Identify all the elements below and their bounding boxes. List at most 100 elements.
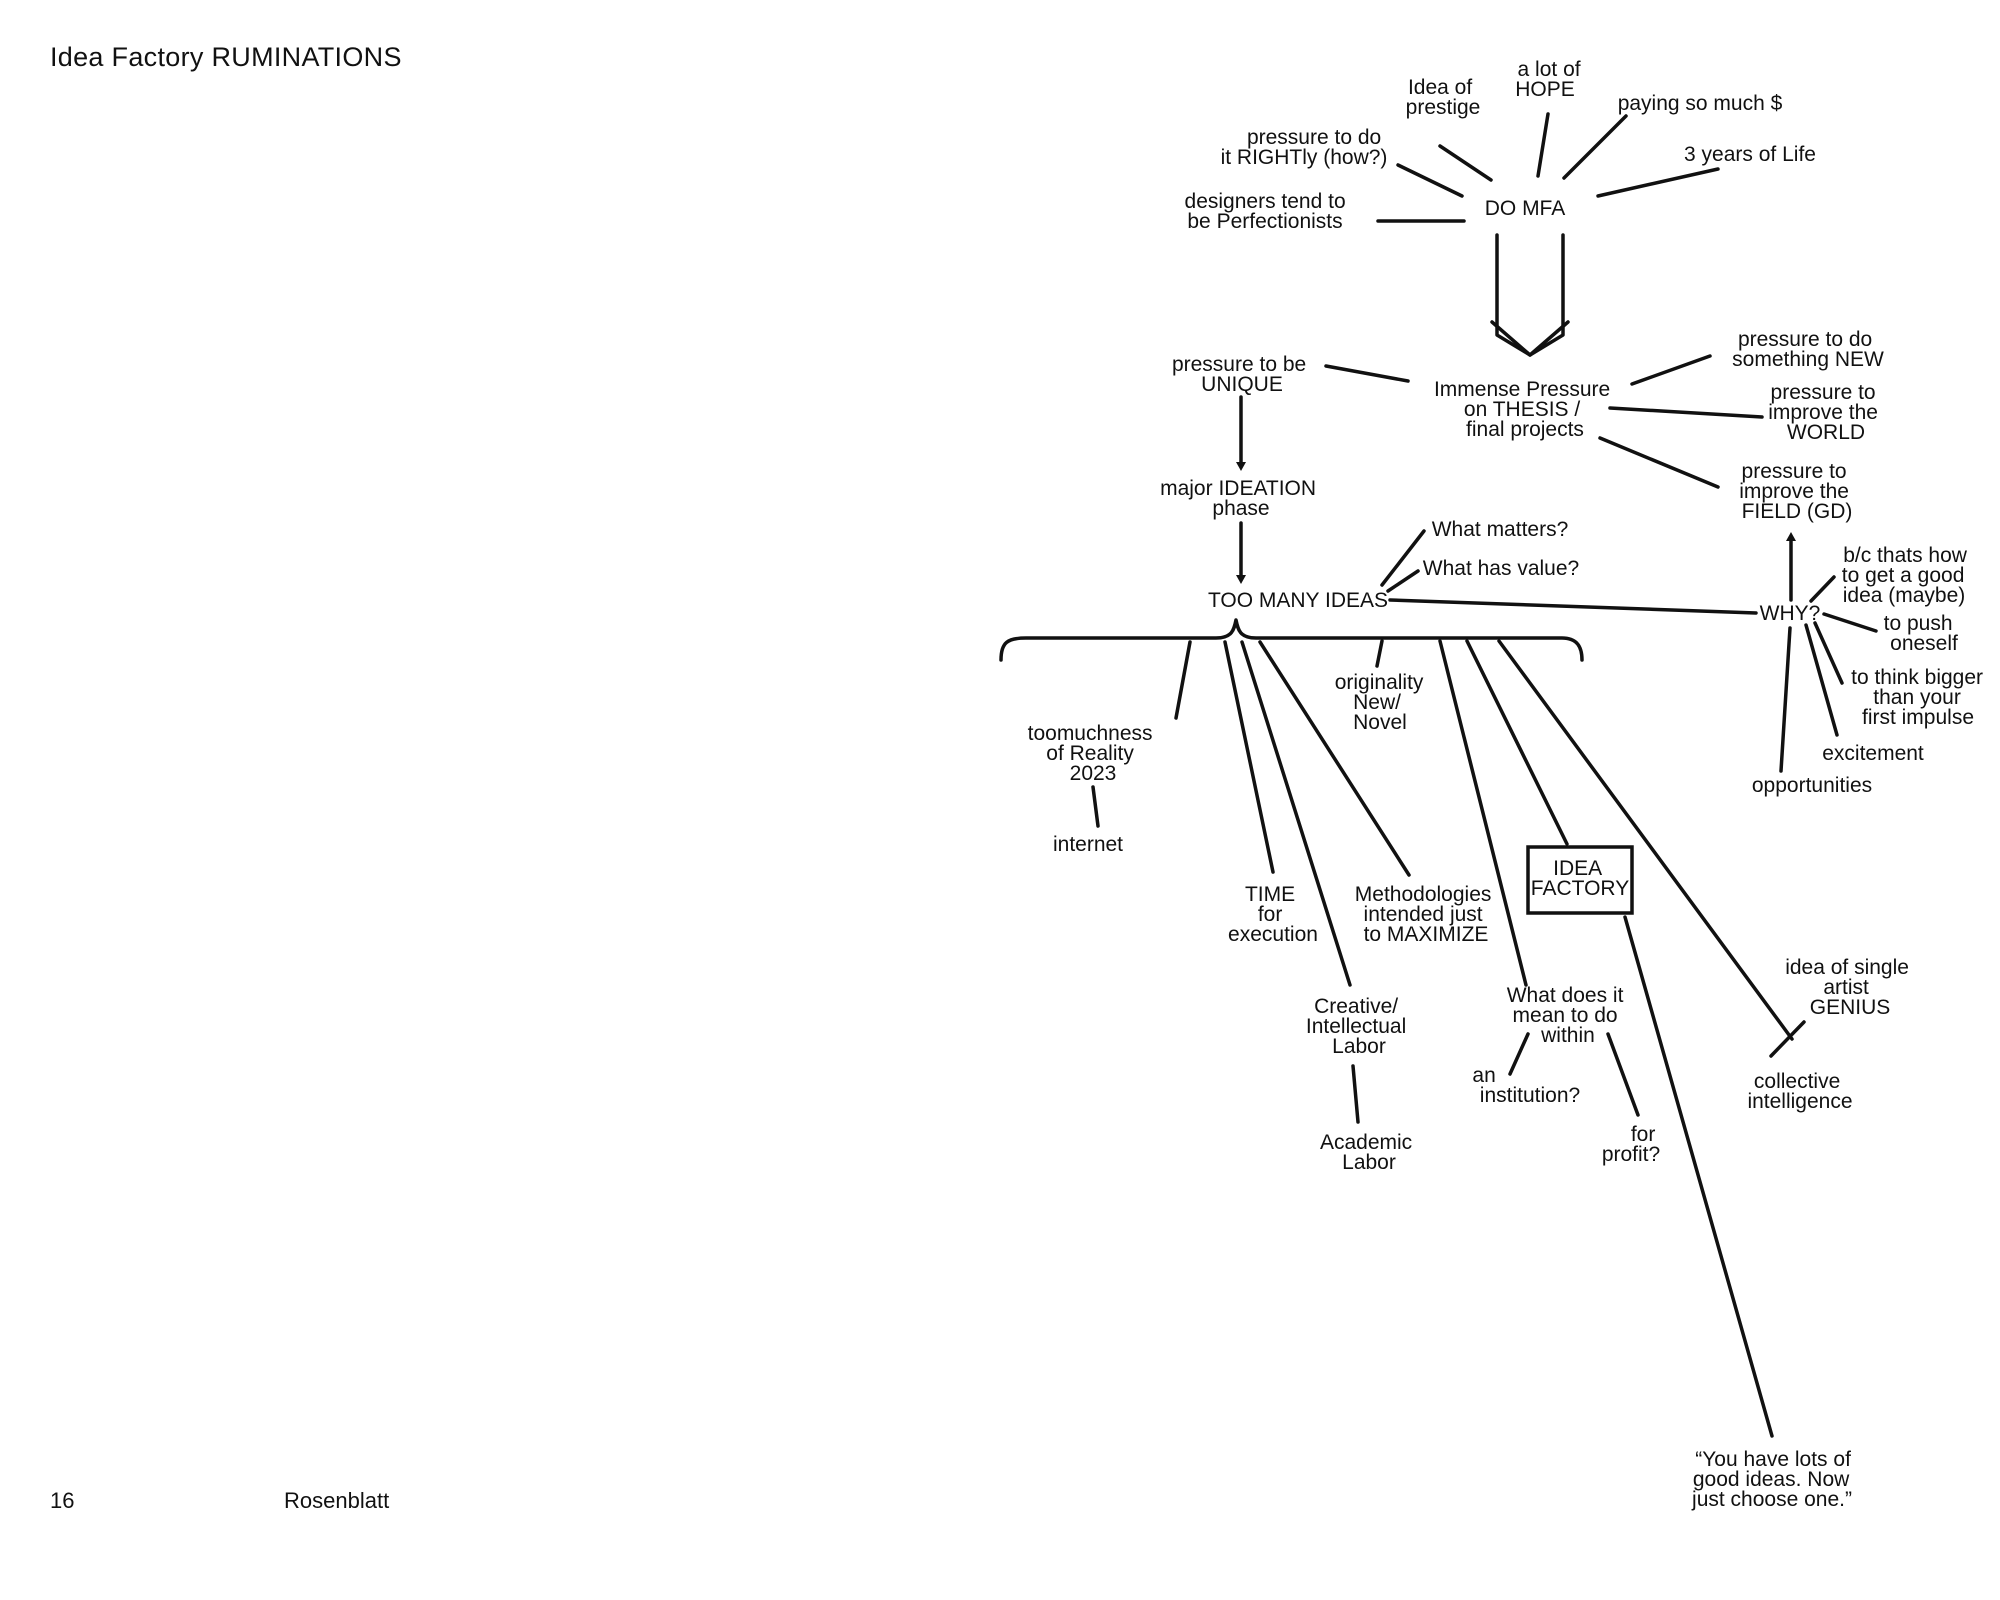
- node-line: Intellectual: [1306, 1015, 1406, 1038]
- node-line: of Reality: [1046, 742, 1134, 765]
- line-toomuchness: [1174, 640, 1192, 720]
- node-line: prestige: [1406, 96, 1481, 119]
- node-line: intended just: [1364, 903, 1483, 926]
- node-line: What does it: [1507, 984, 1624, 1007]
- node-line: to push: [1884, 612, 1953, 635]
- node-paying-so-much: paying so much $: [1618, 92, 1783, 115]
- node-line: TOO MANY IDEAS: [1208, 589, 1388, 612]
- node-line: designers tend to: [1185, 190, 1346, 213]
- node-pressure-rightly: pressure to do it RIGHTly (how?): [1221, 126, 1388, 169]
- page-number: 16: [50, 1488, 75, 1513]
- node-line: TIME: [1245, 883, 1295, 906]
- node-line: HOPE: [1515, 78, 1575, 101]
- node-line: What matters?: [1432, 518, 1569, 541]
- node-line: major IDEATION: [1160, 477, 1316, 500]
- node-pressure-new: pressure to do something NEW: [1732, 328, 1884, 371]
- node-major-ideation: major IDEATION phase: [1160, 477, 1322, 520]
- node-quote: “You have lots of good ideas. Now just c…: [1691, 1448, 1857, 1511]
- line-opportunities: [1779, 626, 1792, 773]
- node-line: it RIGHTly (how?): [1221, 146, 1388, 169]
- node-line: GENIUS: [1810, 996, 1891, 1019]
- node-line: artist: [1823, 976, 1869, 999]
- node-line: for: [1258, 903, 1283, 926]
- node-for-profit: for profit?: [1602, 1123, 1661, 1166]
- line-three-years: [1596, 167, 1720, 198]
- arrowhead-ideation: [1236, 462, 1246, 471]
- node-line: than your: [1873, 686, 1961, 709]
- node-why: WHY?: [1760, 602, 1821, 625]
- node-line: a lot of: [1518, 58, 1581, 81]
- node-line: improve the: [1768, 401, 1878, 424]
- node-line: pressure to be: [1172, 353, 1306, 376]
- line-originality: [1375, 639, 1384, 668]
- author-name: Rosenblatt: [284, 1488, 390, 1513]
- node-line: phase: [1212, 497, 1269, 520]
- node-what-matters: What matters?: [1432, 518, 1569, 541]
- node-line: WORLD: [1787, 421, 1865, 444]
- line-genius-collective-cap: [1769, 1020, 1806, 1058]
- node-line: FIELD (GD): [1742, 500, 1853, 523]
- node-do-mfa-line: DO MFA: [1485, 197, 1566, 220]
- node-line: be Perfectionists: [1187, 210, 1342, 233]
- line-idea-factory: [1465, 639, 1569, 846]
- node-internet: internet: [1053, 833, 1123, 856]
- node-line: paying so much $: [1618, 92, 1783, 115]
- node-single-genius: idea of single artist GENIUS: [1785, 956, 1915, 1019]
- node-toomuchness: toomuchness of Reality 2023: [1028, 722, 1159, 785]
- node-line: mean to do: [1513, 1004, 1618, 1027]
- node-line: internet: [1053, 833, 1123, 856]
- line-what-has-value: [1386, 569, 1420, 593]
- line-methodologies: [1258, 640, 1411, 877]
- node-line: collective: [1754, 1070, 1840, 1093]
- node-time-execution: TIME for execution: [1228, 883, 1318, 946]
- node-line: Immense Pressure: [1434, 378, 1610, 401]
- node-a-lot-of-hope: a lot of HOPE: [1515, 58, 1586, 101]
- arrowhead-too-many: [1236, 575, 1246, 584]
- node-line: intelligence: [1747, 1090, 1852, 1113]
- node-line: “You have lots of: [1695, 1448, 1851, 1471]
- node-what-has-value: What has value?: [1423, 557, 1579, 580]
- node-line: improve the: [1739, 480, 1849, 503]
- node-line: idea of single: [1785, 956, 1909, 979]
- line-institution: [1508, 1032, 1530, 1076]
- node-pressure-world: pressure to improve the WORLD: [1768, 381, 1884, 444]
- line-new: [1630, 354, 1712, 386]
- node-line: just choose one.”: [1691, 1488, 1852, 1511]
- node-line: to MAXIMIZE: [1364, 923, 1489, 946]
- node-line: 3 years of Life: [1684, 143, 1816, 166]
- node-line: an: [1472, 1064, 1495, 1087]
- line-too-many-why: [1388, 598, 1758, 615]
- node-line: originality: [1335, 671, 1424, 694]
- line-unique: [1324, 364, 1410, 383]
- line-time: [1223, 640, 1275, 874]
- node-line: something NEW: [1732, 348, 1884, 371]
- node-line: New/: [1353, 691, 1401, 714]
- node-line: pressure to do: [1247, 126, 1381, 149]
- node-three-years: 3 years of Life: [1684, 143, 1816, 166]
- line-bigger: [1813, 621, 1844, 685]
- node-line: institution?: [1480, 1084, 1580, 1107]
- node-an-institution: an institution?: [1472, 1064, 1580, 1107]
- line-excitement: [1804, 623, 1839, 737]
- node-excitement: excitement: [1822, 742, 1924, 765]
- brace: [999, 618, 1584, 662]
- line-single-genius: [1497, 639, 1794, 1041]
- node-line: b/c thats how: [1843, 544, 1968, 567]
- node-academic-labor: Academic Labor: [1320, 1131, 1418, 1174]
- node-line: Academic: [1320, 1131, 1412, 1154]
- node-line: opportunities: [1752, 774, 1872, 797]
- node-labels: DO MFA Idea of prestige a lot of HOPE pa…: [1028, 58, 1983, 1511]
- node-methodologies: Methodologies intended just to MAXIMIZE: [1355, 883, 1497, 946]
- node-line: pressure to: [1771, 381, 1876, 404]
- node-line: oneself: [1890, 632, 1958, 655]
- line-internet: [1091, 785, 1100, 828]
- node-line: to get a good: [1842, 564, 1965, 587]
- node-bc-good-idea: b/c thats how to get a good idea (maybe): [1842, 544, 1973, 607]
- node-line: pressure to do: [1738, 328, 1872, 351]
- node-push-oneself: to push oneself: [1884, 612, 1959, 655]
- line-quote: [1623, 915, 1774, 1438]
- line-creative: [1240, 640, 1352, 987]
- node-line: pressure to: [1742, 460, 1847, 483]
- node-line: execution: [1228, 923, 1318, 946]
